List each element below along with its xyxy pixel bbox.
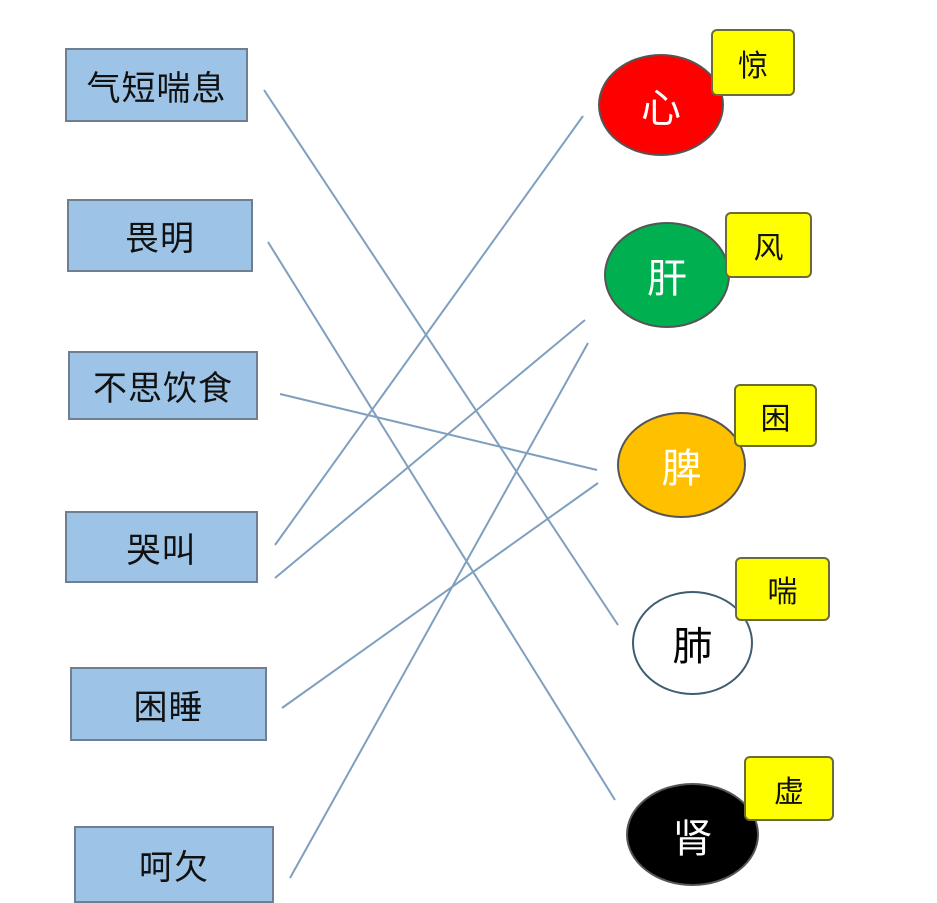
organ-label: 脾 [661,446,702,492]
line-kujiao-gan [274,319,586,579]
line-kunshui-pi [281,482,599,709]
symptom-label: 不思饮食 [93,369,233,409]
tag-feng: 风 [725,212,812,278]
symptom-box-kujiao: 哭叫 [65,511,258,583]
symptom-label: 哭叫 [126,530,197,571]
tag-label: 虚 [774,774,804,810]
tag-label: 风 [753,231,784,266]
symptom-box-qiduan-chuanxi: 气短喘息 [65,48,248,122]
tag-xu: 虚 [744,756,834,821]
organ-label: 肝 [647,256,687,302]
tag-jing: 惊 [711,29,795,96]
symptom-label: 困睡 [133,687,204,728]
line-busi-pi [279,393,598,471]
line-qiduan-fei [263,89,619,626]
symptom-box-weiming: 畏明 [67,199,253,272]
organ-fei: 肺 [632,591,753,695]
line-kujiao-xin [274,115,584,546]
organ-label: 肺 [672,624,713,670]
symptom-box-busi-yinshi: 不思饮食 [68,351,258,420]
line-weiming-shen [267,241,616,801]
organ-gan: 肝 [604,222,730,328]
tag-kun: 困 [734,384,817,447]
tag-label: 惊 [738,48,768,84]
organ-label: 肾 [672,815,713,862]
symptom-box-kunshui: 困睡 [70,667,267,741]
organ-xin: 心 [598,54,724,156]
symptom-label: 畏明 [125,219,195,259]
tag-chuan: 喘 [735,557,830,621]
symptom-label: 气短喘息 [86,68,227,109]
symptom-label: 呵欠 [139,848,209,888]
line-haqian-gan [289,342,589,879]
symptom-box-haqian: 呵欠 [74,826,274,903]
organ-pi: 脾 [617,412,746,518]
tag-label: 喘 [767,575,798,610]
tag-label: 困 [760,401,791,437]
organ-label: 心 [641,86,681,132]
organ-shen: 肾 [626,783,759,886]
